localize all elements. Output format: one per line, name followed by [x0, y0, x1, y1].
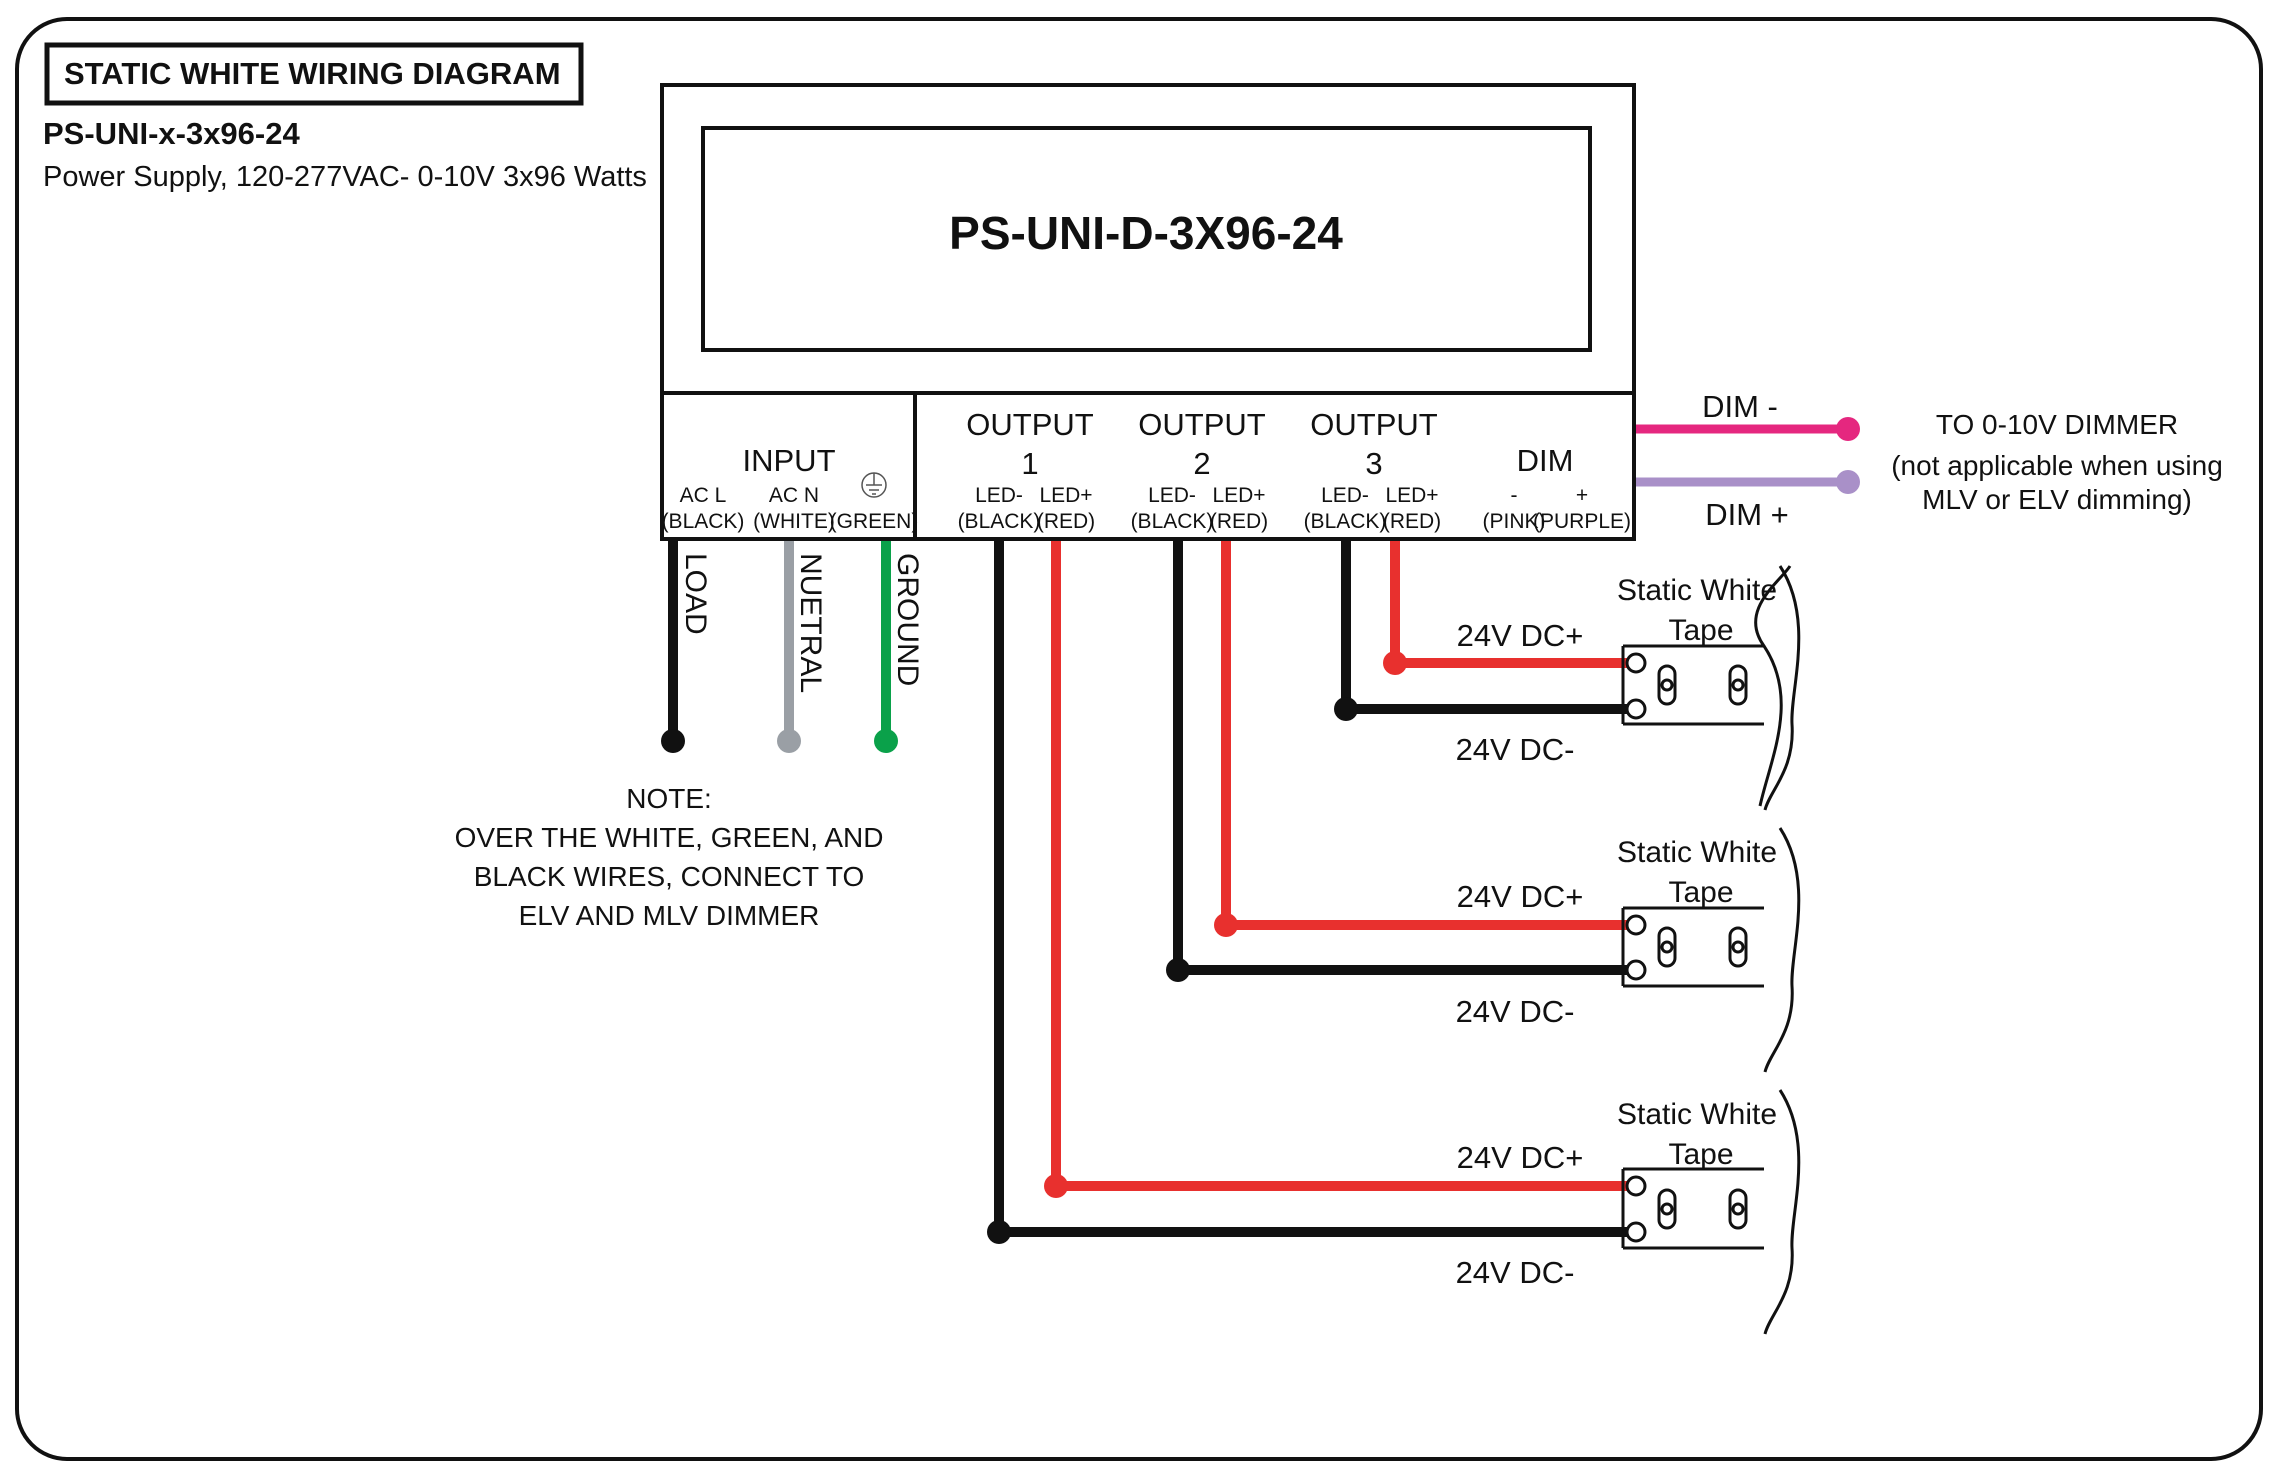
acn-color: (WHITE): [753, 510, 835, 533]
output-2-pos-wire-bend: [1214, 913, 1238, 937]
power-supply-body: [660, 83, 1636, 541]
dim-title: DIM: [1517, 443, 1574, 478]
load-label: LOAD: [679, 553, 712, 635]
ground-label: GROUND: [891, 553, 924, 686]
dim-neg-wire-end: [1836, 417, 1860, 441]
dim-pos-color: (PURPLE): [1533, 510, 1631, 533]
tape-2-title-line-1: Static White: [1617, 836, 1777, 869]
led-tape-1: [1621, 565, 1801, 811]
output-1-title: OUTPUT: [966, 407, 1094, 442]
output-2-neg-color: (BLACK): [1131, 510, 1214, 533]
ground-wire-end: [874, 729, 898, 753]
output-1-neg-color: (BLACK): [958, 510, 1041, 533]
output-3-number: 3: [1365, 446, 1382, 481]
load-wire-end: [661, 729, 685, 753]
outer-frame: [15, 17, 2263, 1461]
tape-1-title-line-1: Static White: [1617, 574, 1777, 607]
output-3-neg-wire-bend: [1334, 697, 1358, 721]
diagram-title: STATIC WHITE WIRING DIAGRAM: [64, 56, 561, 91]
input-title: INPUT: [743, 443, 836, 478]
tape-3-pos-label: 24V DC+: [1457, 1140, 1584, 1175]
tape-2-title-line-2: Tape: [1668, 876, 1733, 909]
acn-label: AC N: [769, 484, 819, 507]
output-1-pos: LED+: [1039, 484, 1092, 507]
dimmer-target-line-3: MLV or ELV dimming): [1922, 484, 2192, 515]
ground-color: (GREEN): [830, 510, 919, 533]
note-line-4: ELV AND MLV DIMMER: [519, 900, 820, 931]
tape-2-pos-label: 24V DC+: [1457, 879, 1584, 914]
dim-pos-wire-end: [1836, 470, 1860, 494]
title-box: [44, 42, 584, 106]
led-tape-2: [1621, 827, 1801, 1073]
ground-symbol-icon: [861, 472, 887, 498]
model-number: PS-UNI-x-3x96-24: [43, 116, 300, 151]
acl-color: (BLACK): [662, 510, 745, 533]
output-3-neg-color: (BLACK): [1304, 510, 1387, 533]
output-3-pos-wire-bend: [1383, 651, 1407, 675]
led-tape-3: [1621, 1089, 1801, 1335]
output-1-pos-color: (RED): [1037, 510, 1095, 533]
tape-3-neg-label: 24V DC-: [1456, 1255, 1575, 1290]
dim-pos: +: [1576, 484, 1588, 507]
output-1-neg: LED-: [975, 484, 1023, 507]
output-1-pos-wire-bend: [1044, 1174, 1068, 1198]
tape-1-title-line-2: Tape: [1668, 614, 1733, 647]
tape-2-neg-label: 24V DC-: [1456, 994, 1575, 1029]
output-2-number: 2: [1193, 446, 1210, 481]
dim-pos-label: DIM +: [1705, 497, 1789, 532]
dimmer-target-line-2: (not applicable when using: [1891, 450, 2223, 481]
output-3-neg: LED-: [1321, 484, 1369, 507]
neutral-label: NUETRAL: [794, 553, 827, 693]
output-3-pos-color: (RED): [1383, 510, 1441, 533]
output-2-pos-wire: [1221, 541, 1636, 930]
dim-neg-label: DIM -: [1702, 389, 1778, 424]
output-2-pos-color: (RED): [1210, 510, 1268, 533]
tape-1-neg-label: 24V DC-: [1456, 732, 1575, 767]
neutral-wire-end: [777, 729, 801, 753]
note-line-2: OVER THE WHITE, GREEN, AND: [455, 822, 884, 853]
tape-1-pos-label: 24V DC+: [1457, 618, 1584, 653]
acl-label: AC L: [680, 484, 727, 507]
label-panel: [701, 126, 1592, 352]
note-line-3: BLACK WIRES, CONNECT TO: [474, 861, 865, 892]
tape-3-title-line-2: Tape: [1668, 1138, 1733, 1171]
dim-neg: -: [1511, 484, 1518, 507]
output-2-title: OUTPUT: [1138, 407, 1266, 442]
tape-3-title-line-1: Static White: [1617, 1098, 1777, 1131]
output-2-neg: LED-: [1148, 484, 1196, 507]
output-2-neg-wire-bend: [1166, 958, 1190, 982]
output-3-title: OUTPUT: [1310, 407, 1438, 442]
output-2-pos: LED+: [1212, 484, 1265, 507]
output-1-number: 1: [1021, 446, 1038, 481]
output-1-neg-wire-bend: [987, 1220, 1011, 1244]
dim-neg-color: (PINK): [1483, 510, 1546, 533]
device-label: PS-UNI-D-3X96-24: [949, 207, 1343, 259]
dimmer-target-line-1: TO 0-10V DIMMER: [1936, 409, 2178, 440]
output-3-pos: LED+: [1385, 484, 1438, 507]
model-description: Power Supply, 120-277VAC- 0-10V 3x96 Wat…: [43, 161, 647, 193]
note-line-1: NOTE:: [626, 783, 712, 814]
